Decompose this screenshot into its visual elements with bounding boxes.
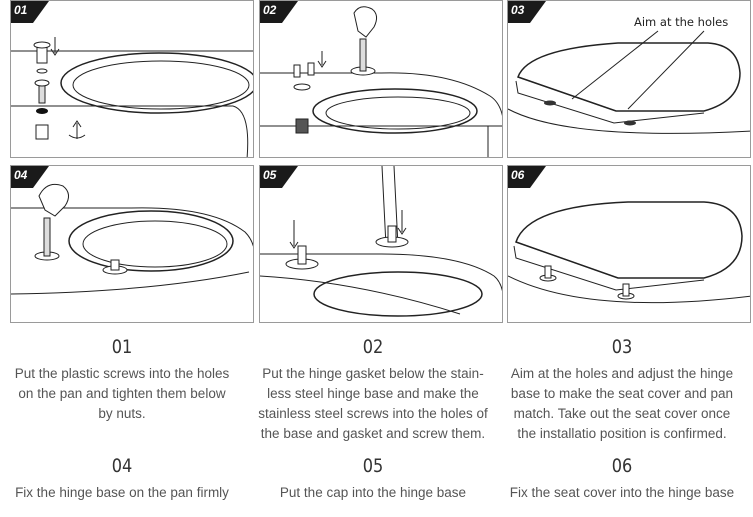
step-badge-01: 01 <box>11 1 49 23</box>
step-number: 01 <box>111 336 133 358</box>
step-text-02: 02 Put the hinge gasket below the stain-… <box>251 336 495 444</box>
step-number: 03 <box>611 336 633 358</box>
step-text-04: 04 Fix the hinge base on the pan firmly <box>0 455 244 503</box>
step-badge-03: 03 <box>508 1 546 23</box>
badge-label: 06 <box>511 168 525 182</box>
panel-05: 05 <box>259 165 503 323</box>
step-description: Put the cap into the hinge base <box>279 485 467 500</box>
panel-05-illustration <box>260 166 502 317</box>
step-description: Fix the hinge base on the pan firmly <box>15 485 229 500</box>
panel-02: 02 <box>259 0 503 158</box>
step-description: Aim at the holes and adjust the hinge ba… <box>510 366 734 441</box>
step-description: Put the plastic screws into the holes on… <box>14 366 230 421</box>
step-text-05: 05 Put the cap into the hinge base <box>251 455 495 503</box>
badge-label: 05 <box>263 168 277 182</box>
step-badge-04: 04 <box>11 166 49 188</box>
panel-06: 06 <box>507 165 751 323</box>
step-number: 04 <box>111 455 133 477</box>
panel-03-illustration <box>508 30 750 134</box>
badge-label: 04 <box>14 168 28 182</box>
panel-04: 04 <box>10 165 254 323</box>
step-badge-02: 02 <box>260 1 298 23</box>
step-description: Put the hinge gasket below the stain-les… <box>258 366 488 441</box>
panel-04-illustration <box>11 183 253 295</box>
step-text-01: 01 Put the plastic screws into the holes… <box>0 336 244 424</box>
panel-01: 01 <box>10 0 254 158</box>
step-badge-06: 06 <box>508 166 546 188</box>
panel-02-illustration <box>260 6 502 157</box>
step-number: 02 <box>362 336 384 358</box>
panel-06-illustration <box>508 201 750 304</box>
badge-label: 03 <box>511 3 525 17</box>
panel-01-illustration <box>11 37 253 157</box>
step-number: 06 <box>611 455 633 477</box>
badge-label: 01 <box>14 3 28 17</box>
aim-callout: Aim at the holes <box>634 15 729 29</box>
step-badge-05: 05 <box>260 166 298 188</box>
step-description: Fix the seat cover into the hinge base <box>509 485 735 500</box>
step-number: 05 <box>362 455 384 477</box>
step-text-03: 03 Aim at the holes and adjust the hinge… <box>500 336 744 444</box>
badge-label: 02 <box>263 3 277 17</box>
step-text-06: 06 Fix the seat cover into the hinge bas… <box>500 455 744 503</box>
panel-03: 03 Aim at the holes <box>507 0 751 158</box>
